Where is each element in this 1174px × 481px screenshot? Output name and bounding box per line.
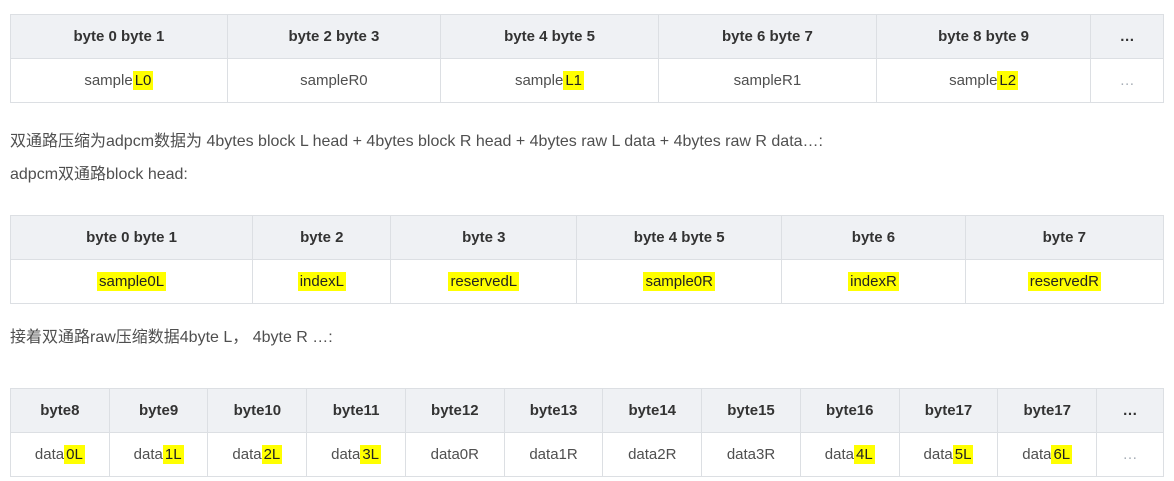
byte-header-cell: byte 8 byte 9 (875, 14, 1092, 59)
byte-header-cell: byte13 (503, 388, 604, 433)
byte-header-cell: byte 2 (252, 215, 392, 260)
byte-header-cell: byte8 (10, 388, 110, 433)
highlighted-text: sample0R (643, 272, 715, 291)
cell-text: data3R (726, 446, 776, 463)
byte-header-cell: byte12 (404, 388, 505, 433)
highlighted-text: indexL (297, 272, 346, 291)
ellipsis-header-cell: … (1090, 14, 1164, 59)
highlighted-text: 6L (1051, 445, 1073, 464)
data-cell: sample0R (576, 259, 783, 304)
cell-text: data (923, 446, 953, 463)
cell-text: data (133, 446, 163, 463)
byte-header-cell: byte16 (799, 388, 900, 433)
byte-header-cell: byte 2 byte 3 (226, 14, 442, 59)
cell-text: data (331, 446, 361, 463)
byte-header-cell: byte 4 byte 5 (576, 215, 783, 260)
highlighted-text: L0 (132, 71, 154, 90)
byte-header-cell: byte17 (997, 388, 1098, 433)
data-cell: data1R (503, 432, 604, 477)
highlighted-text: L1 (563, 71, 585, 90)
cell-text: sample (84, 72, 133, 89)
data-row: sample0L indexL reservedL sample0R indexR res… (9, 259, 1165, 304)
data-cell: indexR (781, 259, 966, 304)
cell-text: sample (514, 72, 564, 89)
cell-text: data (1022, 446, 1052, 463)
data-cell: reservedR (964, 259, 1165, 304)
highlighted-text: 4L (854, 445, 875, 464)
cell-text: data (824, 446, 854, 463)
byte-header-cell: byte 6 byte 7 (657, 14, 877, 59)
data-cell: data0R (404, 432, 505, 477)
highlighted-text: 0L (64, 445, 85, 464)
byte-header-cell: byte17 (898, 388, 999, 433)
byte-header-cell: byte11 (306, 388, 406, 433)
paragraph-stereo-adpcm-layout: 双通路压缩为adpcm数据为 4bytes block L head + 4by… (10, 133, 823, 150)
paragraph-block-head-label: adpcm双通路block head: (10, 166, 188, 183)
data-cell: … (1096, 432, 1164, 477)
data-cell: sample0L (9, 259, 254, 304)
data-cell: … (1090, 58, 1164, 103)
data-cell: data3R (701, 432, 801, 477)
byte-header-cell: byte15 (701, 388, 801, 433)
byte-header-cell: byte14 (602, 388, 703, 433)
highlighted-text: 2L (261, 445, 283, 464)
highlighted-text: sample0L (97, 272, 167, 291)
byte-header-cell: byte 3 (390, 215, 578, 260)
cell-text: data0R (430, 446, 479, 463)
cell-text: data2R (628, 446, 677, 463)
ellipsis-text: … (1122, 446, 1138, 463)
byte-header-cell: byte 0 byte 1 (9, 215, 254, 260)
ellipsis-text: … (1119, 72, 1135, 89)
cell-text: sample (949, 72, 998, 89)
data-cell: sampleR1 (657, 58, 877, 103)
paragraph-raw-data-label: 接着双通路raw压缩数据4byte L， 4byte R …: (10, 329, 333, 346)
ellipsis-header-cell: … (1096, 388, 1164, 433)
cell-text: data (34, 446, 65, 463)
highlighted-text: L2 (997, 71, 1019, 90)
byte-header-cell: byte 6 (781, 215, 966, 260)
highlighted-text: 1L (162, 445, 184, 464)
byte-header-cell: byte10 (207, 388, 308, 433)
data-cell: data2R (602, 432, 703, 477)
cell-text: sampleR0 (300, 72, 368, 89)
cell-text: data (232, 446, 262, 463)
highlighted-text: indexR (848, 272, 899, 291)
byte-header-cell: byte 7 (964, 215, 1165, 260)
cell-text: data1R (529, 446, 578, 463)
data-cell: reservedL (390, 259, 578, 304)
highlighted-text: reservedR (1027, 272, 1101, 291)
cell-text: sampleR1 (733, 72, 802, 89)
highlighted-text: 3L (360, 445, 382, 464)
byte-header-cell: byte 4 byte 5 (440, 14, 659, 59)
byte-header-cell: byte9 (108, 388, 209, 433)
highlighted-text: 5L (952, 445, 974, 464)
data-cell: indexL (252, 259, 392, 304)
data-cell: sampleR0 (226, 58, 442, 103)
highlighted-text: reservedL (448, 272, 520, 291)
byte-header-cell: byte 0 byte 1 (10, 14, 228, 59)
